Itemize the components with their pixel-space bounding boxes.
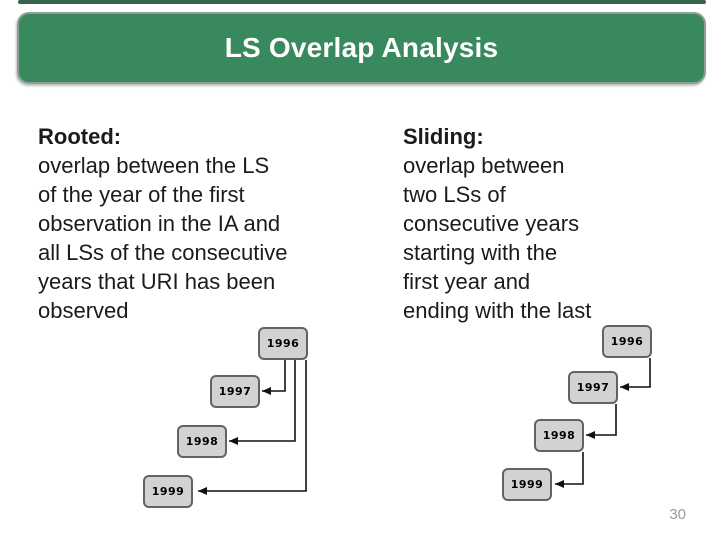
arrow-sliding-1997-1998: [586, 404, 617, 439]
text-line: starting with the: [403, 240, 558, 265]
text-line: all LSs of the consecutive: [38, 240, 288, 265]
text-line: consecutive years: [403, 211, 580, 236]
sliding-year-box-1997: 1997: [568, 371, 618, 404]
text-line: overlap between: [403, 153, 565, 178]
top-accent-strip: [18, 0, 706, 4]
text-line: two LSs of: [403, 182, 506, 207]
sliding-year-box-1998: 1998: [534, 419, 584, 452]
page-title: LS Overlap Analysis: [224, 32, 499, 63]
arrow-sliding-1996-1997: [620, 358, 651, 391]
text-line: ending with the last: [403, 298, 592, 323]
text-line: overlap between the LS: [38, 153, 270, 178]
sliding-year-box-1996: 1996: [602, 325, 652, 358]
rooted-year-box-1997: 1997: [210, 375, 260, 408]
sliding-year-box-1999: 1999: [502, 468, 552, 501]
page-number: 30: [669, 506, 686, 523]
arrow-sliding-1998-1999: [555, 452, 584, 488]
text-line: first year and: [403, 269, 531, 294]
text-line: of the year of the first: [38, 182, 245, 207]
text-line: years that URI has been: [38, 269, 276, 294]
text-line: observation in the IA and: [38, 211, 281, 236]
rooted-year-box-1999: 1999: [143, 475, 193, 508]
rooted-definition: Rooted: overlap between the LS of the ye…: [38, 122, 383, 325]
text-line: observed: [38, 298, 129, 323]
sliding-definition: Sliding: overlap between two LSs of cons…: [403, 122, 728, 325]
rooted-year-box-1998: 1998: [177, 425, 227, 458]
title-bar: LS Overlap Analysis: [17, 12, 706, 84]
rooted-year-box-1996: 1996: [258, 327, 308, 360]
arrow-rooted-1996-1997: [262, 360, 286, 395]
rooted-heading: Rooted:: [38, 124, 122, 149]
sliding-heading: Sliding:: [403, 124, 484, 149]
